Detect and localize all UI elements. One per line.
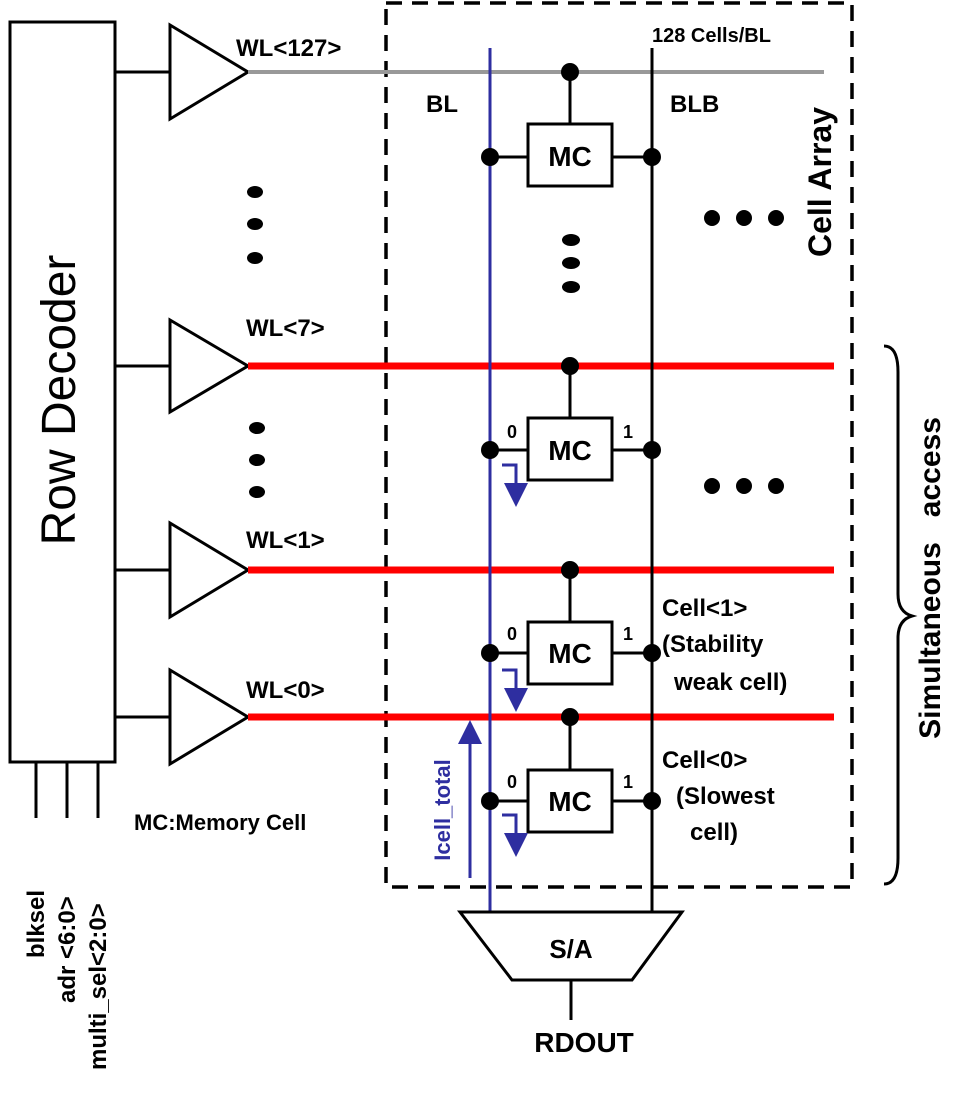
cell1-desc-2: weak cell) <box>673 669 787 696</box>
wordline-label-1: WL<1> <box>246 527 325 554</box>
bl-label: BL <box>426 91 458 118</box>
wl-driver-0 <box>168 667 251 767</box>
wl-driver-7 <box>168 317 251 415</box>
wordline-label-0: WL<0> <box>246 677 325 704</box>
access-brace <box>883 344 918 886</box>
cell-current-arrows <box>502 463 528 857</box>
cell1-name: Cell<1> <box>662 595 747 622</box>
node-1-label: 1 <box>623 772 633 792</box>
cell0-desc-2: cell) <box>690 819 738 846</box>
wordline-label-127: WL<127> <box>236 35 341 62</box>
sense-amplifier <box>456 910 685 982</box>
memory-cell-legend: MC:Memory Cell <box>134 810 306 835</box>
blb-label: BLB <box>670 91 719 118</box>
node-0-label: 0 <box>507 624 517 644</box>
array-row-ellipsis <box>704 210 784 494</box>
cell0-desc-1: (Slowest <box>676 783 775 810</box>
sense-amp-label: S/A <box>549 934 593 964</box>
mc-label: MC <box>548 141 592 172</box>
mc-label: MC <box>548 435 592 466</box>
wl-driver-127 <box>168 22 251 122</box>
input-adr: adr <6:0> <box>54 896 81 1003</box>
memory-cell-7: MC 0 1 <box>481 357 661 482</box>
input-multi-sel: multi_sel<2:0> <box>85 903 112 1070</box>
node-0-label: 0 <box>507 422 517 442</box>
mc-label: MC <box>548 638 592 669</box>
cell0-name: Cell<0> <box>662 747 747 774</box>
icell-total-label: Icell_total <box>430 759 455 860</box>
wl-driver-1 <box>168 520 251 620</box>
node-1-label: 1 <box>623 624 633 644</box>
simultaneous-access-label: Simultaneous access <box>914 417 947 739</box>
cells-per-bl-label: 128 Cells/BL <box>652 25 771 47</box>
memory-cell-1: MC 0 1 <box>481 561 661 686</box>
node-1-label: 1 <box>623 422 633 442</box>
rdout-label: RDOUT <box>534 1027 634 1058</box>
decoder-inputs <box>34 762 100 818</box>
cell1-desc-1: (Stability <box>662 631 764 658</box>
row-decoder-label: Row Decoder <box>33 255 86 546</box>
wordline-label-7: WL<7> <box>246 315 325 342</box>
decoder-outputs <box>115 70 170 719</box>
memory-cell-127: MC <box>481 63 661 188</box>
node-0-label: 0 <box>507 772 517 792</box>
row-decoder-block <box>8 20 117 764</box>
driver-ellipsis <box>247 186 265 498</box>
cell-array-title: Cell Array <box>802 107 838 257</box>
cell-array-box <box>384 1 854 889</box>
input-blksel: blksel <box>23 890 50 958</box>
array-column-ellipsis <box>562 234 580 293</box>
memory-cell-0: MC 0 1 <box>481 708 661 834</box>
mc-label: MC <box>548 786 592 817</box>
